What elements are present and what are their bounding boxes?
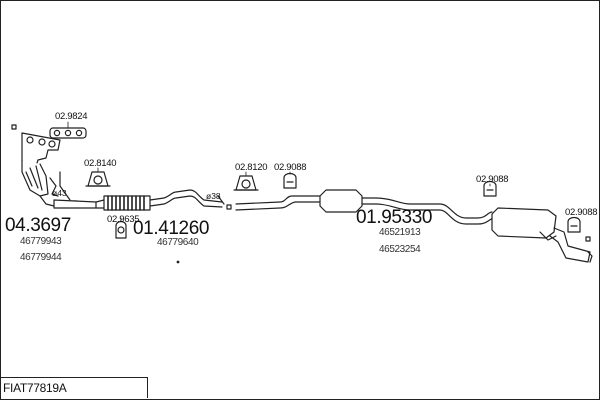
marker-square <box>11 124 17 130</box>
code-hanger-mid: 02.9088 <box>274 162 307 173</box>
hanger-mid <box>283 172 297 189</box>
manifold-gasket <box>49 127 87 139</box>
section-code-manifold: 04.3697 <box>5 215 71 236</box>
diagram-code: FIAT77819A <box>3 381 67 395</box>
mount-front-pipe <box>115 220 127 239</box>
code-gasket-manifold: 02.9824 <box>55 111 88 122</box>
dot-mark <box>176 260 180 264</box>
oem-number-rear-a: 46521913 <box>379 227 421 238</box>
diameter-label-front: ø43 <box>52 188 67 198</box>
intermediate-pipe <box>235 195 321 211</box>
code-hanger-rear: 02.9088 <box>476 174 509 185</box>
diameter-arrow-mid <box>217 195 225 205</box>
clamp-front <box>85 171 111 187</box>
exhaust-manifold <box>21 132 97 209</box>
hanger-rear <box>483 180 497 197</box>
section-code-rear: 01.95330 <box>356 207 433 228</box>
diameter-arrow-front <box>59 171 71 201</box>
oem-number-manifold-a: 46779943 <box>20 236 62 247</box>
marker-square <box>585 236 591 242</box>
clamp-mid <box>233 175 259 191</box>
front-pipe <box>95 189 223 211</box>
code-hanger-tail: 02.9088 <box>565 207 598 218</box>
centre-silencer <box>319 189 495 225</box>
oem-number-rear-b: 46523254 <box>379 244 421 255</box>
marker-square <box>226 204 232 210</box>
oem-number-front-pipe: 46779640 <box>157 237 199 248</box>
code-clamp-mid: 02.8120 <box>235 162 268 173</box>
rear-silencer <box>491 207 593 263</box>
diagram-code-box: FIAT77819A <box>0 377 148 398</box>
code-clamp-front: 02.8140 <box>84 158 117 169</box>
diameter-label-mid: ø38 <box>206 191 221 201</box>
oem-number-manifold-b: 46779944 <box>20 252 62 263</box>
section-code-front-pipe: 01.41260 <box>133 218 210 239</box>
hanger-tail <box>567 216 581 233</box>
code-mount-front-pipe: 02.9635 <box>107 214 140 225</box>
